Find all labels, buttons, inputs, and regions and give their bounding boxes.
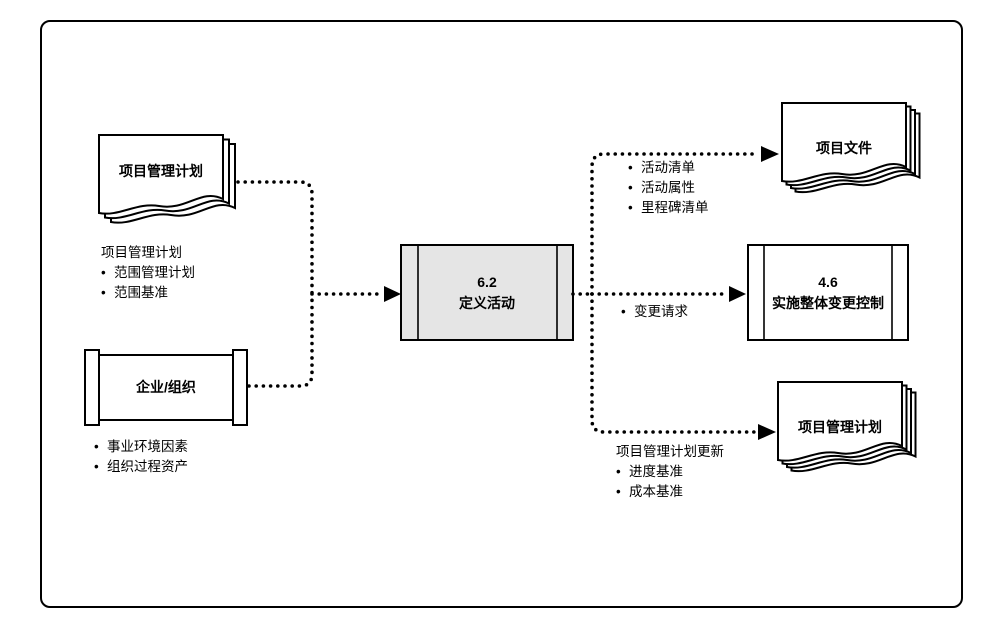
arrowhead-into-process: [384, 286, 401, 302]
label-project-documents: 项目文件: [816, 140, 872, 156]
note-item: 里程碑清单: [628, 198, 709, 218]
note-item: 组织过程资产: [94, 457, 188, 477]
arrowhead-into-pmp-updates: [758, 424, 776, 440]
process-box-4-6: [747, 244, 909, 341]
note-item: 变更请求: [621, 302, 688, 322]
notes-pmp-updates-header: 项目管理计划更新: [616, 444, 724, 459]
notes-pmp-updates: 项目管理计划更新 进度基准 成本基准: [616, 442, 724, 502]
note-item: 活动属性: [628, 178, 709, 198]
process-number: 6.2: [477, 273, 497, 290]
connector-to-project-documents: [590, 152, 760, 296]
note-item: 活动清单: [628, 158, 709, 178]
label-process-4-6: 4.6 实施整体变更控制: [748, 245, 908, 340]
notes-project-documents: 活动清单 活动属性 里程碑清单: [628, 158, 709, 218]
label-process-6-2: 6.2 定义活动: [401, 245, 573, 340]
process-4-6-number: 4.6: [818, 273, 838, 290]
arrowhead-into-project-documents: [761, 146, 779, 162]
connector-doc1-to-junction: [236, 180, 314, 296]
connector-org-to-junction: [247, 292, 314, 388]
process-4-6-name: 实施整体变更控制: [772, 294, 884, 311]
label-pmp-output: 项目管理计划: [798, 419, 882, 435]
notes-change-request: 变更请求: [621, 302, 688, 322]
connector-to-pmp-updates: [590, 292, 757, 434]
label-organization: 企业/组织: [136, 379, 196, 395]
arrowhead-into-4-6: [729, 286, 746, 302]
label-doc1: 项目管理计划: [119, 163, 203, 179]
process-name: 定义活动: [459, 294, 515, 311]
note-item: 范围基准: [101, 283, 195, 303]
notes-doc1-header: 项目管理计划: [101, 245, 182, 260]
note-item: 进度基准: [616, 462, 724, 482]
note-item: 范围管理计划: [101, 263, 195, 283]
note-item: 成本基准: [616, 482, 724, 502]
organization-shape: [84, 349, 248, 426]
note-item: 事业环境因素: [94, 437, 188, 457]
notes-doc1: 项目管理计划 范围管理计划 范围基准: [101, 243, 195, 303]
notes-organization: 事业环境因素 组织过程资产: [94, 437, 188, 477]
